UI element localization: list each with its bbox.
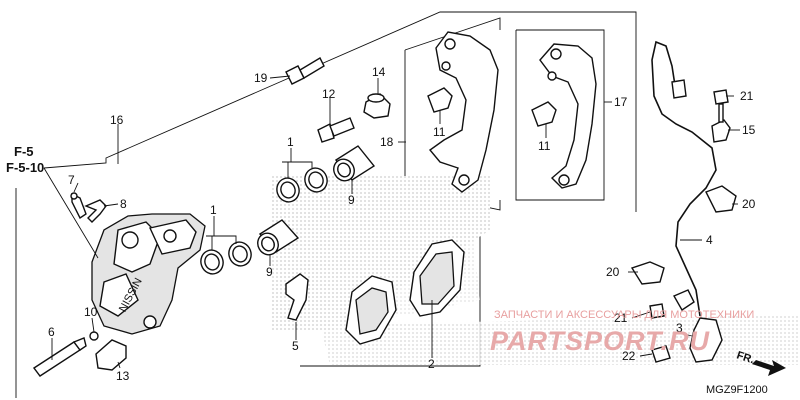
clamp-15[interactable] xyxy=(711,119,731,143)
callout-8: 8 xyxy=(120,197,127,211)
callout-21-upper: 21 xyxy=(740,89,754,103)
callout-7: 7 xyxy=(68,173,75,187)
callout-12: 12 xyxy=(322,87,336,101)
boot-14[interactable] xyxy=(363,93,391,119)
retainer-clip-11-a[interactable] xyxy=(427,87,453,113)
clamp-20-upper[interactable] xyxy=(705,185,737,213)
callout-3: 3 xyxy=(676,321,683,335)
brake-pad-2-rear[interactable] xyxy=(345,275,397,345)
callout-13: 13 xyxy=(116,369,130,383)
caliper-bracket-18[interactable] xyxy=(428,31,499,193)
diagram-code: MGZ9F1200 xyxy=(706,384,768,396)
washer-10[interactable] xyxy=(89,331,99,341)
bleeder-cap-8[interactable] xyxy=(84,199,107,223)
outline-bracket-box-17 xyxy=(515,29,605,201)
ref-f5-10: F-5-10 xyxy=(6,160,44,175)
callout-11-a: 11 xyxy=(433,125,446,139)
callout-22: 22 xyxy=(622,349,636,363)
callout-5: 5 xyxy=(292,339,299,353)
piston-seals-1-lower[interactable] xyxy=(198,239,255,277)
leader-lines xyxy=(43,75,740,369)
piston-9-upper[interactable] xyxy=(330,145,376,185)
bolt-21-upper[interactable] xyxy=(713,89,729,123)
callout-21-lower: 21 xyxy=(614,311,628,325)
retainer-clip-11-b[interactable] xyxy=(531,101,557,127)
plug-13[interactable] xyxy=(95,339,127,371)
callout-15: 15 xyxy=(742,123,756,137)
sensor-bracket[interactable] xyxy=(673,289,695,311)
watermark-line2: PARTSPORT.RU xyxy=(490,326,711,356)
callout-4: 4 xyxy=(706,233,713,247)
callout-numbers: 16 7 8 1 1 9 9 5 2 19 12 14 18 17 11 11 … xyxy=(48,65,756,383)
front-direction-arrow: FR. xyxy=(735,349,786,376)
callout-9-upper: 9 xyxy=(348,193,355,207)
callout-10: 10 xyxy=(84,305,98,319)
brake-pad-2-front[interactable] xyxy=(409,239,465,317)
callout-1-lower: 1 xyxy=(210,203,217,217)
section-references: F-5 F-5-10 xyxy=(6,144,44,175)
arrow-icon xyxy=(752,360,786,376)
bolt-22[interactable] xyxy=(651,345,671,363)
callout-2: 2 xyxy=(428,357,435,371)
bolt-19[interactable] xyxy=(285,57,325,85)
callout-20-lower: 20 xyxy=(606,265,620,279)
callout-18: 18 xyxy=(380,135,394,149)
callout-11-b: 11 xyxy=(538,139,551,153)
callout-19: 19 xyxy=(254,71,268,85)
ref-f5: F-5 xyxy=(14,144,34,159)
shadow-region-bottom xyxy=(320,315,800,365)
pin-bolt-12[interactable] xyxy=(317,117,355,143)
callout-14: 14 xyxy=(372,65,386,79)
pad-pin-6[interactable] xyxy=(32,337,87,377)
bolt-21-lower[interactable] xyxy=(649,303,665,319)
caliper-body-16[interactable]: NISSIN xyxy=(91,213,206,335)
piston-9-lower[interactable] xyxy=(254,219,300,259)
clamp-20-lower[interactable] xyxy=(630,261,665,285)
direction-label: FR. xyxy=(735,349,756,366)
callout-17: 17 xyxy=(614,95,628,109)
watermark: ЗАПЧАСТИ И АКСЕССУАРЫ ДЛЯ МОТОТЕХНИКИ PA… xyxy=(490,309,754,356)
outline-bracket-top-18 xyxy=(404,17,501,51)
callout-6: 6 xyxy=(48,325,55,339)
piston-seals-1-upper[interactable] xyxy=(274,165,331,205)
callout-16: 16 xyxy=(110,113,124,127)
callout-9-lower: 9 xyxy=(266,265,273,279)
callout-1-upper: 1 xyxy=(287,135,294,149)
watermark-line1: ЗАПЧАСТИ И АКСЕССУАРЫ ДЛЯ МОТОТЕХНИКИ xyxy=(494,309,754,321)
bleeder-screw-7[interactable] xyxy=(70,192,87,220)
wheel-sensor-cable-4[interactable] xyxy=(651,40,723,363)
callout-20-upper: 20 xyxy=(742,197,756,211)
pad-spring-5[interactable] xyxy=(285,273,309,321)
outline-top-edge xyxy=(43,11,637,212)
caliper-bracket-17[interactable] xyxy=(539,43,597,189)
